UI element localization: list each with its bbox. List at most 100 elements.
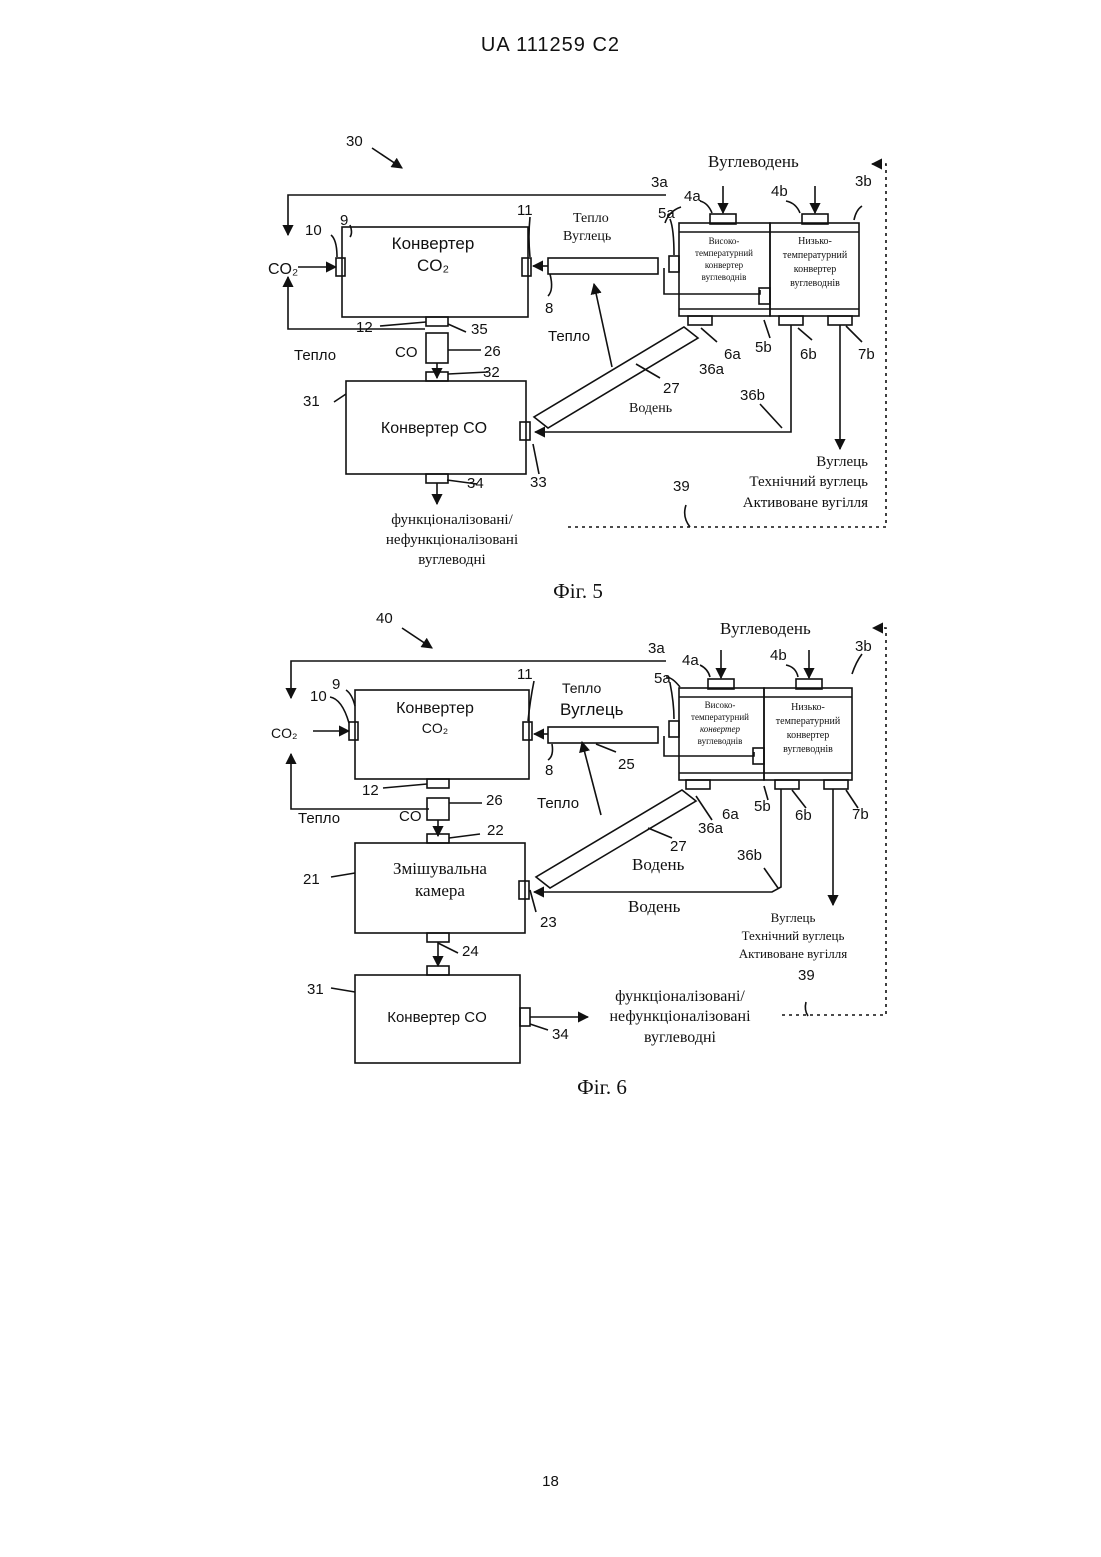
svg-text:Низько-: Низько- (798, 236, 832, 247)
fig5-co2-input: CO₂ (268, 261, 298, 278)
svg-text:функціоналізовані/: функціоналізовані/ (615, 988, 745, 1005)
svg-text:24: 24 (462, 943, 479, 960)
svg-text:температурний: температурний (695, 248, 753, 258)
svg-text:22: 22 (487, 822, 504, 839)
svg-text:34: 34 (552, 1026, 569, 1043)
svg-text:11: 11 (517, 666, 533, 683)
svg-text:35: 35 (471, 321, 488, 338)
fig6-system-ref: 40 (376, 610, 393, 627)
svg-text:вуглеводнів: вуглеводнів (702, 272, 747, 282)
fig5-heat-left: Тепло (294, 347, 336, 364)
svg-text:36a: 36a (698, 820, 724, 837)
svg-text:8: 8 (545, 762, 553, 779)
svg-text:конвертер: конвертер (794, 264, 836, 275)
svg-text:8: 8 (545, 300, 553, 317)
svg-text:6a: 6a (722, 806, 739, 823)
svg-text:Тепло: Тепло (562, 680, 601, 696)
svg-text:4a: 4a (682, 652, 699, 669)
svg-text:вуглеводні: вуглеводні (644, 1029, 717, 1046)
svg-text:26: 26 (486, 792, 503, 809)
svg-text:39: 39 (673, 478, 690, 495)
svg-text:6b: 6b (800, 346, 817, 363)
svg-text:11: 11 (517, 202, 533, 219)
svg-text:12: 12 (362, 782, 379, 799)
svg-text:6b: 6b (795, 807, 812, 824)
fig5-hydrocarbon-label: Вуглеводень (708, 152, 799, 171)
svg-text:21: 21 (303, 871, 320, 888)
svg-text:27: 27 (670, 838, 687, 855)
svg-text:31: 31 (303, 393, 320, 410)
fig5-co-converter-label: Конвертер CO (381, 420, 487, 437)
svg-text:Технічний вуглець: Технічний вуглець (749, 474, 868, 490)
fig5-hydrogen-label: Водень (629, 401, 672, 416)
svg-text:7b: 7b (858, 346, 875, 363)
svg-text:температурний: температурний (691, 712, 749, 722)
svg-text:вуглеводнів: вуглеводнів (698, 736, 743, 746)
svg-text:Активоване вугілля: Активоване вугілля (743, 495, 868, 511)
svg-text:конвертер: конвертер (705, 260, 744, 270)
svg-text:4b: 4b (771, 183, 788, 200)
svg-text:CO₂: CO₂ (422, 720, 448, 736)
svg-text:5a: 5a (658, 205, 675, 222)
svg-text:33: 33 (530, 474, 547, 491)
svg-text:CO: CO (399, 808, 422, 825)
fig5-heat-carbon-1: Тепло (573, 211, 609, 226)
svg-text:3a: 3a (648, 640, 665, 657)
svg-text:конвертер: конвертер (787, 730, 829, 741)
svg-text:функціоналізовані/: функціоналізовані/ (391, 512, 513, 528)
fig5-co2-converter-line2: CO₂ (417, 256, 449, 275)
svg-text:Вуглеводень: Вуглеводень (720, 619, 811, 638)
svg-text:25: 25 (618, 756, 635, 773)
svg-text:12: 12 (356, 319, 373, 336)
svg-text:Вуглець: Вуглець (771, 910, 816, 925)
svg-text:Водень: Водень (632, 855, 685, 874)
svg-text:5b: 5b (755, 339, 772, 356)
svg-text:10: 10 (310, 688, 327, 705)
svg-text:3b: 3b (855, 638, 872, 655)
svg-text:27: 27 (663, 380, 680, 397)
fig5-system-ref: 30 (346, 133, 363, 150)
fig5-caption: Фіг. 5 (553, 579, 603, 603)
svg-text:нефункціоналізовані: нефункціоналізовані (609, 1008, 751, 1025)
svg-text:нефункціоналізовані: нефункціоналізовані (386, 532, 518, 548)
svg-text:34: 34 (467, 475, 484, 492)
svg-text:Змішувальна: Змішувальна (393, 859, 487, 878)
svg-text:4a: 4a (684, 188, 701, 205)
fig5-heat-carbon-2: Вуглець (563, 229, 611, 244)
svg-text:Вуглець: Вуглець (560, 700, 624, 719)
svg-text:7b: 7b (852, 806, 869, 823)
svg-text:26: 26 (484, 343, 501, 360)
svg-text:9: 9 (332, 676, 340, 693)
svg-text:9: 9 (340, 212, 348, 229)
svg-text:вуглеводні: вуглеводні (418, 552, 485, 568)
svg-text:Активоване вугілля: Активоване вугілля (739, 946, 848, 961)
svg-text:31: 31 (307, 981, 324, 998)
fig5-co-label: CO (395, 344, 418, 361)
svg-text:4b: 4b (770, 647, 787, 664)
figure-5-text: 30 Конвертер CO₂ Конвертер CO CO₂ Тепло … (268, 133, 875, 603)
svg-text:Технічний вуглець: Технічний вуглець (742, 928, 845, 943)
svg-text:3b: 3b (855, 173, 872, 190)
svg-text:Тепло: Тепло (298, 810, 340, 827)
svg-text:CO₂: CO₂ (271, 725, 297, 741)
svg-text:23: 23 (540, 914, 557, 931)
svg-text:10: 10 (305, 222, 322, 239)
svg-text:3a: 3a (651, 174, 668, 191)
svg-text:Конвертер: Конвертер (396, 700, 474, 717)
svg-text:36b: 36b (740, 387, 765, 404)
svg-text:36a: 36a (699, 361, 725, 378)
svg-text:39: 39 (798, 967, 815, 984)
fig5-heat-label: Тепло (548, 328, 590, 345)
svg-text:6a: 6a (724, 346, 741, 363)
svg-text:32: 32 (483, 364, 500, 381)
svg-text:36b: 36b (737, 847, 762, 864)
svg-text:вуглеводнів: вуглеводнів (790, 278, 840, 289)
svg-text:конвертер: конвертер (700, 724, 741, 734)
svg-text:Високо-: Високо- (709, 236, 740, 246)
svg-text:5b: 5b (754, 798, 771, 815)
svg-text:5a: 5a (654, 670, 671, 687)
svg-text:Водень: Водень (628, 897, 681, 916)
fig6-co-converter-label: Конвертер CO (387, 1009, 487, 1026)
fig5-co2-converter-line1: Конвертер (392, 234, 475, 253)
